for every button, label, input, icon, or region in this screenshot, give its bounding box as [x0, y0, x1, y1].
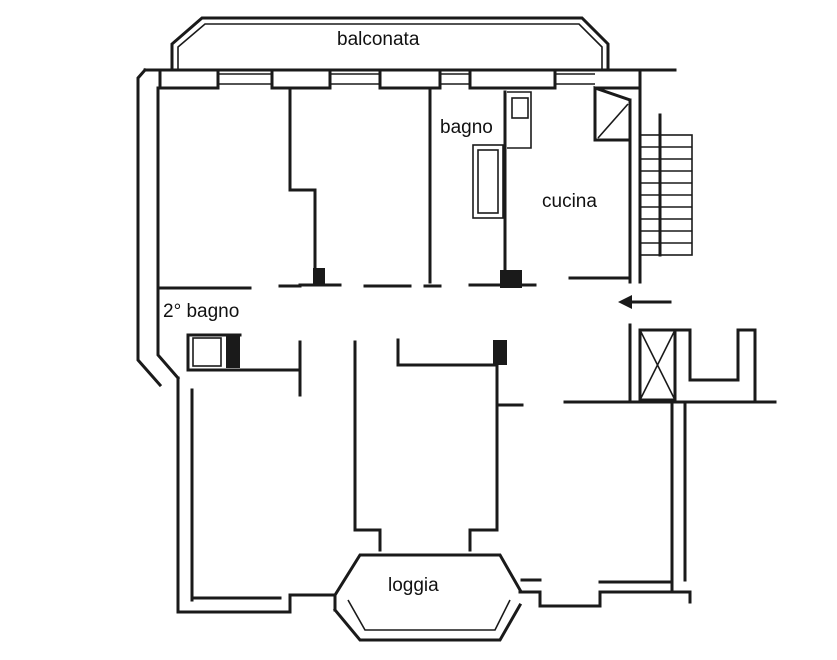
top-exterior-wall — [143, 68, 672, 90]
middle-interior-walls — [176, 338, 777, 614]
entrance-arrow — [618, 295, 672, 309]
second-bathroom-label: 2° bagno — [163, 301, 240, 322]
elevator-shaft — [628, 323, 757, 592]
bathroom-label: bagno — [440, 117, 493, 138]
left-exterior-wall — [136, 67, 181, 388]
loggia-label: loggia — [388, 575, 439, 596]
bottom-exterior-wall — [176, 578, 692, 614]
kitchen-label: cucina — [542, 191, 597, 212]
second-bathroom — [186, 333, 302, 397]
staircase — [639, 113, 693, 257]
loggia-outline — [332, 528, 523, 642]
balcony-label: balconata — [337, 29, 420, 50]
balcony-outline — [170, 16, 610, 72]
bathroom-fixtures — [472, 90, 532, 287]
